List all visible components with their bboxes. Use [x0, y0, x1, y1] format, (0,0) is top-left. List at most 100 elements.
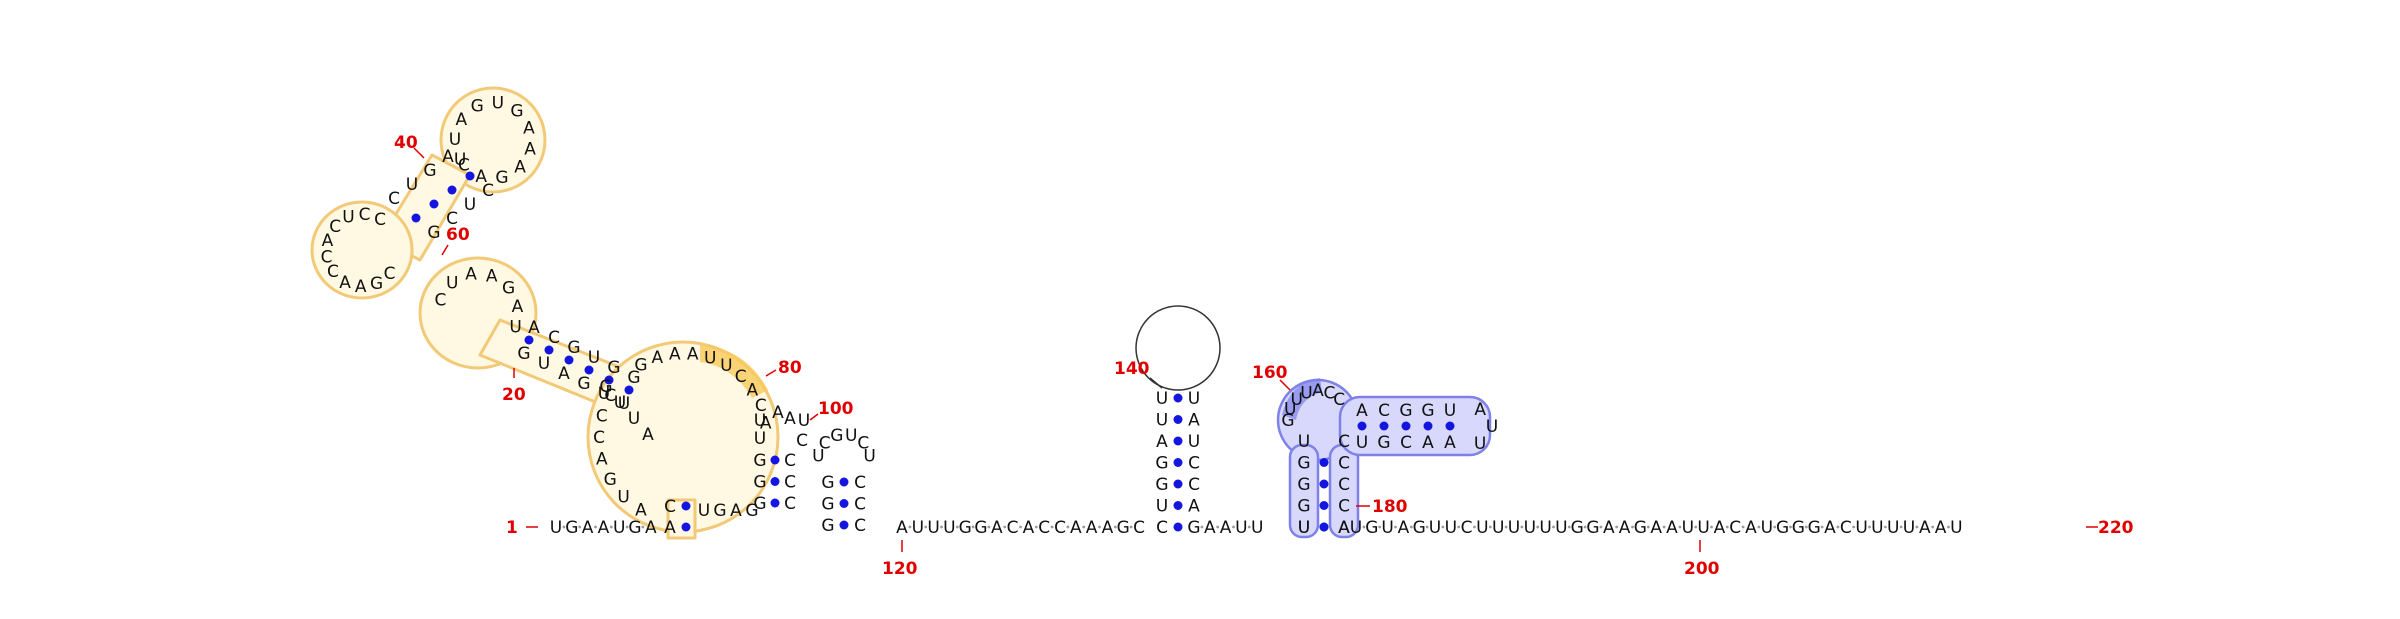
connector-pair-1: [544, 345, 554, 355]
hairpin-40-loop-nt-11: C: [458, 155, 470, 175]
baseline-right-nt-2: U: [1381, 518, 1393, 538]
connector-upper-nt-3: U: [588, 348, 600, 368]
hairpin-40-stem-right-nt-0: C: [482, 181, 494, 201]
baseline-right-nt-17: A: [1619, 518, 1631, 538]
stem-160-loop-nt-0: G: [1281, 411, 1294, 431]
baseline-mid-backbone-8: [1019, 525, 1022, 529]
baseline-right-nt-35: U: [1903, 518, 1915, 538]
stem-160-loop-nt-4: A: [1312, 381, 1324, 401]
connector-lower-nt-4: U: [598, 384, 610, 404]
big-loop-top-nt-2: A: [669, 344, 681, 364]
big-loop-left-nt-2: G: [604, 470, 617, 490]
stem-160-left-nt-3: G: [1297, 497, 1310, 517]
stem-160-right-nt-2: C: [1338, 475, 1350, 495]
baseline-right-nt-3: A: [1398, 518, 1410, 538]
hairpin-40-stem-left-nt-0: A: [442, 147, 454, 167]
stem-160-arm-top-nt-1: C: [1378, 401, 1390, 421]
baseline-mid-nt-14: G: [1117, 518, 1130, 538]
hairpin-40-loop-nt-0: U: [454, 150, 466, 170]
baseline-right-backbone-4: [1409, 525, 1413, 529]
connector-upper-nt-2: G: [567, 338, 580, 358]
connector-pair-2: [564, 355, 574, 365]
stem-160-right-nt-1: C: [1338, 454, 1350, 474]
baseline-mid-backbone-13: [1098, 525, 1101, 529]
hairpin-40-pair-0: [465, 171, 475, 181]
hairpin-40-pair-2: [429, 199, 439, 209]
connector-upper-nt-5: G: [627, 368, 640, 388]
baseline-right-backbone-23: [1710, 525, 1713, 529]
baseline-right-backbone-29: [1804, 525, 1808, 529]
baseline-mid-nt-15: C: [1133, 518, 1145, 538]
bulge-loop-highlight: [310, 200, 414, 300]
baseline-right-nt-33: U: [1871, 518, 1883, 538]
hairpin-40-loop-nt-9: G: [495, 168, 508, 188]
position-label-220: 220: [2098, 518, 2134, 538]
hairpin-40-loop-nt-6: A: [523, 119, 535, 139]
baseline-mid-nt-3: U: [943, 518, 955, 538]
hairpin-40-stem-right-nt-1: U: [464, 195, 476, 215]
base-pairs: [411, 171, 1950, 532]
hairpin-60-loop-nt-1: U: [446, 273, 458, 293]
big-loop-top-nt-9: A: [760, 413, 772, 433]
baseline-right-backbone-20: [1662, 525, 1666, 529]
connector-lower-nt-3: G: [577, 374, 590, 394]
baseline-right-nt-0: U: [1350, 518, 1362, 538]
baseline-spacer-backbone-3: [1232, 525, 1235, 529]
baseline-right-nt-27: G: [1776, 518, 1789, 538]
stem-140-left-nt-1: U: [1156, 411, 1168, 431]
baseline-mid-nt-12: A: [1086, 518, 1098, 538]
stem-140-pair-1: [1173, 415, 1183, 424]
stem-160-arm-top-nt-0: A: [1356, 401, 1368, 421]
base-stem-lower-left-nt: A: [664, 518, 676, 538]
baseline-mid-backbone-3: [940, 525, 943, 529]
baseline-spacer-nt-4: U: [1251, 518, 1263, 538]
hairpin-40-loop-nt-4: U: [492, 93, 504, 113]
baseline-right-nt-20: A: [1666, 518, 1678, 538]
stem-160-arm-bottom-nt-1: G: [1377, 433, 1390, 453]
stem-140-right-nt-2: U: [1188, 432, 1200, 452]
baseline-right-backbone-27: [1773, 525, 1777, 529]
baseline-right-nt-7: C: [1461, 518, 1473, 538]
baseline-right-backbone-8: [1473, 525, 1476, 529]
hairpin-115-left-nt-1: G: [821, 495, 834, 515]
baseline-right-nt-4: G: [1413, 518, 1426, 538]
hairpin-115-loop-nt-3: U: [845, 426, 857, 446]
connector-pair-3: [584, 365, 594, 375]
baseline-spacer-backbone-4: [1247, 525, 1251, 529]
baseline-left-backbone-6: [641, 525, 645, 529]
hairpin-40-stem-left-nt-2: U: [406, 175, 418, 195]
big-loop-top-nt-1: A: [652, 348, 664, 368]
stem-160-arm-top-nt-2: G: [1399, 401, 1412, 421]
bulge-loop-nt-2: A: [355, 277, 367, 297]
stem-160-arm-cap-nt-0: A: [1474, 400, 1486, 420]
connector-lower-nt-1: U: [538, 354, 550, 374]
stem-160-base-left-nt: U: [1298, 518, 1310, 538]
stem-160-left-nt-1: G: [1297, 454, 1310, 474]
stem-160-arm-bottom-nt-2: C: [1400, 433, 1412, 453]
big-loop-top-nt-8: C: [755, 396, 767, 416]
baseline-right-nt-23: A: [1714, 518, 1726, 538]
baseline-mid-nt-10: C: [1054, 518, 1066, 538]
big-loop-bottom-nt-1: G: [713, 501, 726, 521]
stem-140-right-nt-3: C: [1188, 454, 1200, 474]
bulge-loop-nt-7: C: [329, 217, 341, 237]
baseline-right-backbone-13: [1552, 525, 1555, 529]
yellow-accent-segment: [700, 345, 768, 398]
baseline-right-backbone-37: [1931, 525, 1935, 529]
bulge-loop-nt-6: A: [322, 231, 334, 251]
baseline-left-backbone-4: [609, 525, 613, 529]
base-stem-pair-1: [681, 522, 691, 532]
stem-140-pair-2: [1173, 436, 1183, 446]
stem-160-pair-1: [1319, 458, 1329, 467]
stem-160-loop-nt-2: U: [1291, 390, 1303, 410]
baseline-right-backbone-10: [1504, 525, 1508, 529]
stem-140-pair-0: [1173, 393, 1183, 403]
position-tick-40: [413, 147, 425, 159]
hairpin-40-loop-nt-7: A: [524, 139, 536, 159]
hairpin-115-left-nt-2: G: [821, 516, 834, 536]
big-loop-entry-nt-2: U: [628, 409, 640, 429]
stem-160-right-nt-3: C: [1338, 497, 1350, 517]
base-stem-pair-0: [681, 501, 691, 511]
hairpin-40-loop-nt-2: A: [456, 110, 468, 130]
stem-160-left-nt-2: G: [1297, 475, 1310, 495]
